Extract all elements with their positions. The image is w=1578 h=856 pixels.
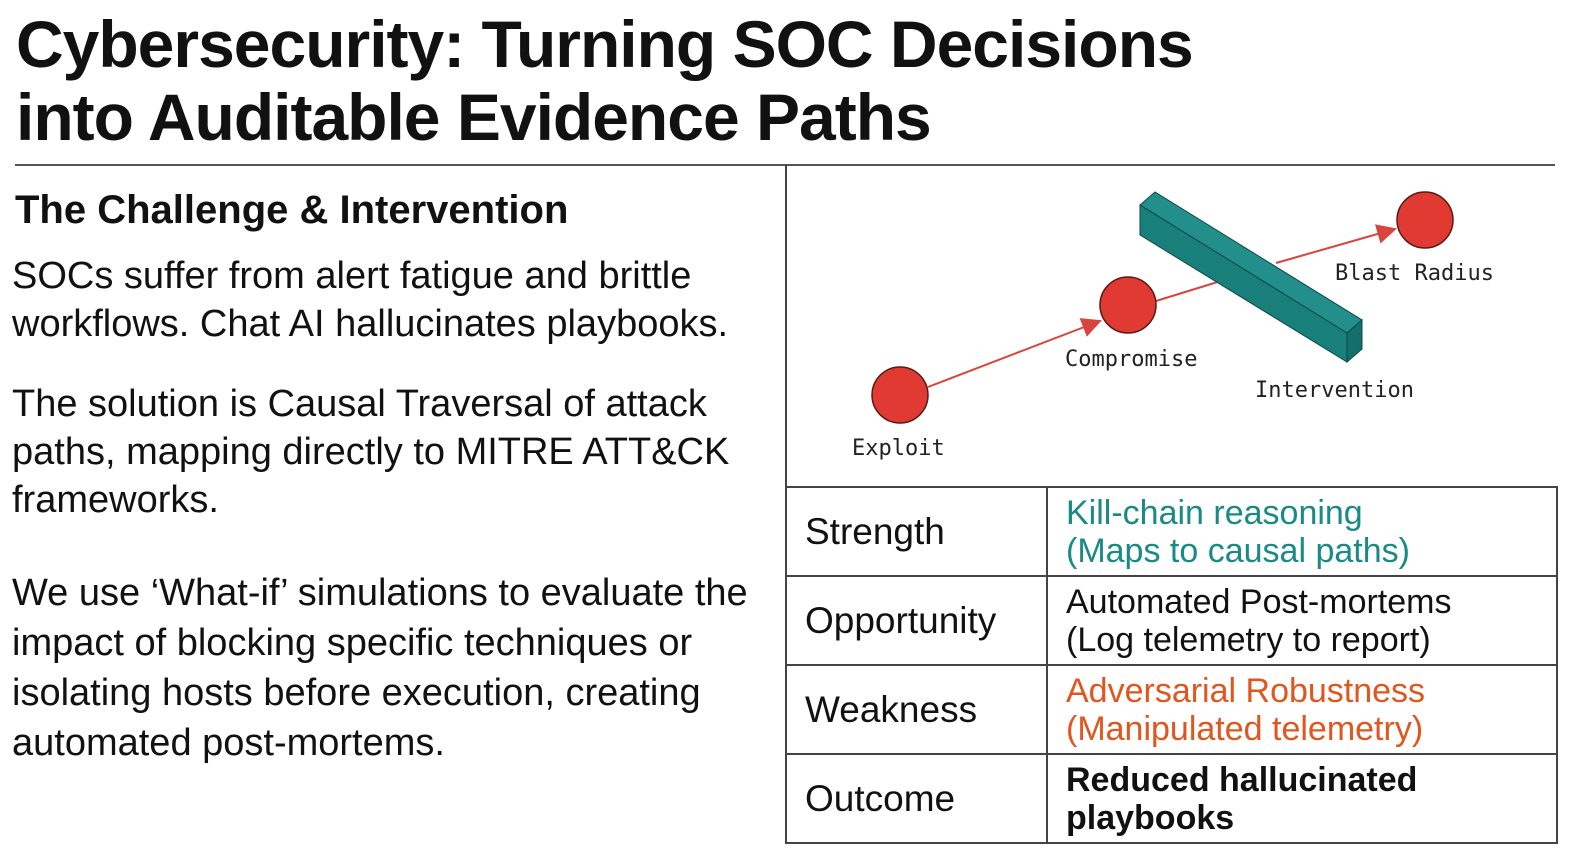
swot-table: Strength Kill-chain reasoning(Maps to ca… (785, 486, 1558, 844)
node-blast-radius (1396, 191, 1454, 249)
node-exploit (871, 366, 929, 424)
arrow-to-blast-radius (1275, 224, 1397, 264)
arrow-exploit-compromise (927, 318, 1102, 388)
row-label: Opportunity (785, 575, 1048, 666)
label-exploit: Exploit (852, 436, 945, 461)
row-value: Adversarial Robustness(Manipulated telem… (1046, 664, 1558, 755)
paragraph-what-if: We use ‘What-if’ simulations to evaluate… (12, 572, 748, 764)
row-value: Kill-chain reasoning(Maps to causal path… (1046, 486, 1558, 577)
paragraph-challenge: SOCs suffer from alert fatigue and britt… (12, 255, 729, 345)
label-intervention: Intervention (1255, 378, 1414, 403)
label-compromise: Compromise (1065, 347, 1197, 372)
table-row: Strength Kill-chain reasoning(Maps to ca… (785, 486, 1558, 577)
section-heading: The Challenge & Intervention (15, 188, 569, 232)
attack-path-diagram: Exploit Compromise Blast Radius Interven… (852, 191, 1494, 461)
title-line-2: into Auditable Evidence Paths (16, 80, 932, 154)
row-label: Outcome (785, 753, 1048, 844)
intervention-barrier (1139, 191, 1363, 364)
row-label: Strength (785, 486, 1048, 577)
node-compromise (1099, 276, 1157, 334)
row-value: Automated Post-mortems(Log telemetry to … (1046, 575, 1558, 666)
label-blast-radius: Blast Radius (1335, 261, 1494, 286)
paragraph-solution: The solution is Causal Traversal of atta… (12, 383, 730, 521)
title-line-1: Cybersecurity: Turning SOC Decisions (16, 7, 1194, 81)
table-row: Opportunity Automated Post-mortems(Log t… (785, 575, 1558, 666)
table-row: Weakness Adversarial Robustness(Manipula… (785, 664, 1558, 755)
row-label: Weakness (785, 664, 1048, 755)
